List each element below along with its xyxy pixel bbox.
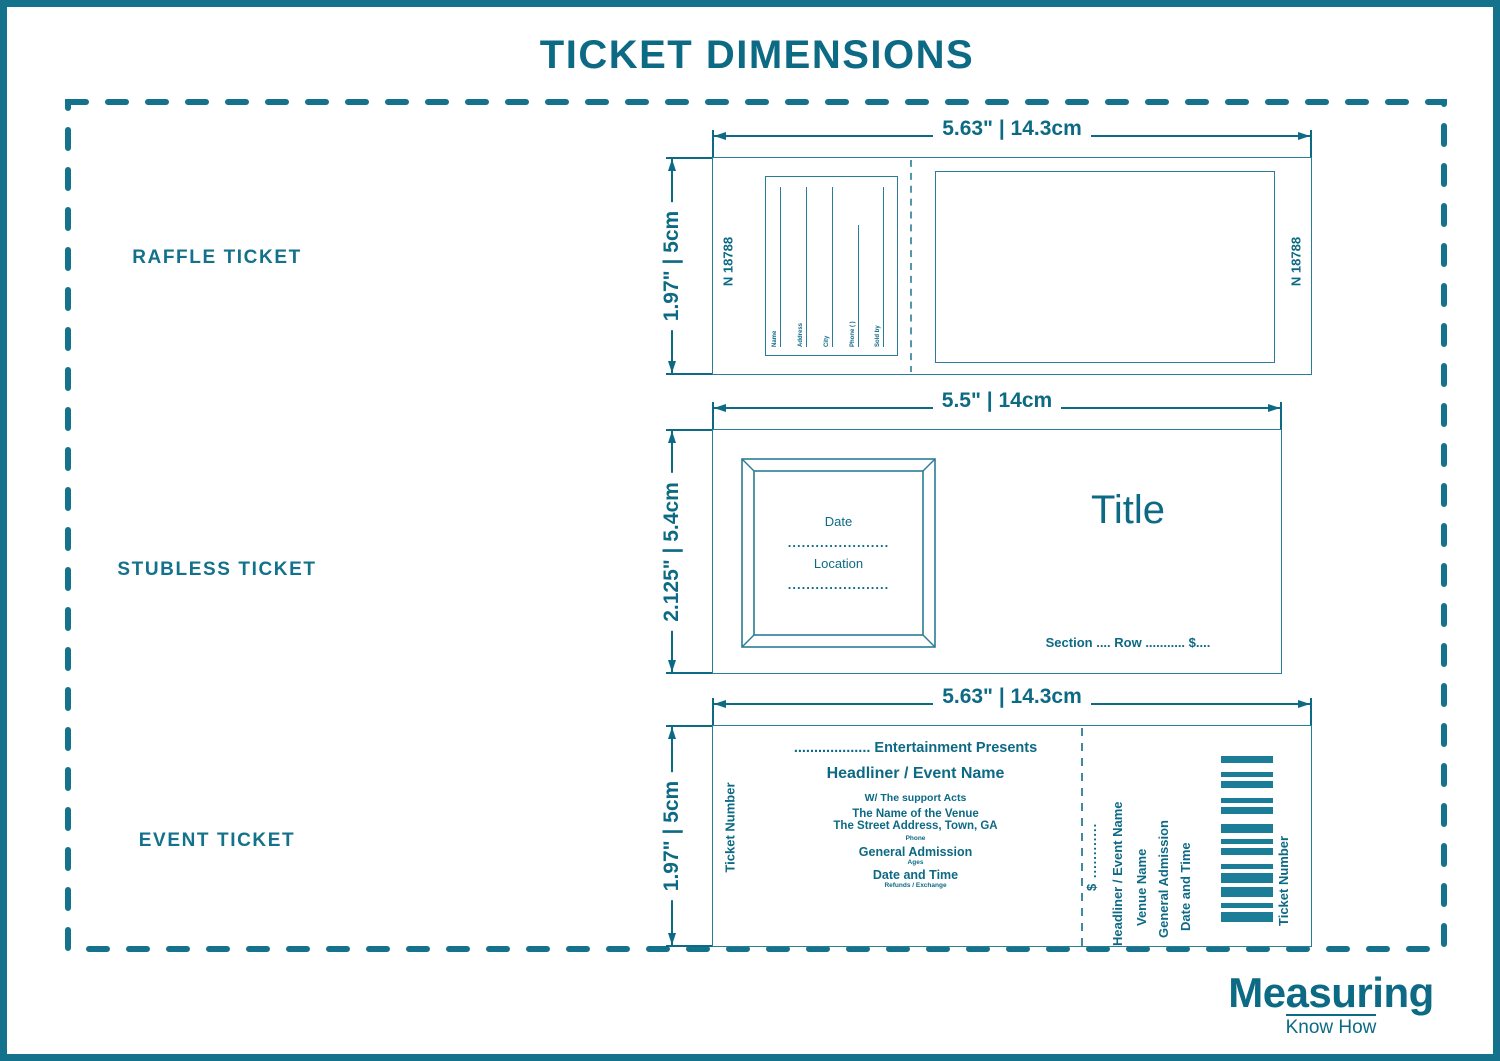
event-height-dimension: 1.97" | 5cm (655, 725, 726, 947)
raffle-height-dimension: 1.97" | 5cm (655, 157, 726, 375)
row-label-stubless-ticket: STUBLESS TICKET (117, 559, 317, 580)
event-stub-venue-name: Venue Name (1134, 848, 1149, 926)
event-height-label: 1.97" | 5cm (660, 771, 684, 901)
event-venue-address: The Street Address, Town, GA (833, 820, 998, 832)
brand-logo: Measuring Know How (1191, 972, 1471, 1040)
event-headliner: Headliner / Event Name (826, 765, 1005, 782)
raffle-serial-left: N 18788 (720, 236, 736, 287)
event-refunds: Refunds / Exchange (884, 882, 947, 889)
stubless-height-dimension: 2.125" | 5.4cm (655, 429, 726, 674)
raffle-field-line: Sold by (875, 187, 884, 347)
event-ticket-number-left: Ticket Number (722, 782, 738, 873)
raffle-serial-right: N 18788 (1288, 236, 1304, 287)
raffle-field-line: Phone ( ) (850, 225, 859, 347)
logo-name: Measuring (1228, 969, 1434, 1017)
event-stub-admission: General Admission (1156, 820, 1171, 938)
event-stub-ticket-number: Ticket Number (1276, 835, 1291, 926)
event-ticket-body: ................... Entertainment Presen… (758, 740, 1073, 889)
event-support-acts: W/ The support Acts (864, 792, 967, 804)
event-ticket-diagram: Ticket Number ................... Entert… (712, 725, 1312, 947)
stubless-location-label: Location (813, 556, 864, 571)
event-stub-headliner: Headliner / Event Name (1110, 801, 1125, 947)
event-perforation-line (1081, 728, 1083, 946)
event-presents-line: ................... Entertainment Presen… (793, 740, 1038, 756)
event-date-time: Date and Time (872, 868, 959, 882)
barcode-icon (1221, 754, 1273, 926)
raffle-field-line: Address (798, 187, 807, 347)
stubless-seat-info: Section .... Row ........... $.... (1045, 635, 1211, 650)
stubless-date-label: Date (824, 514, 853, 529)
stubless-title: Title (1090, 488, 1166, 532)
event-stub-date-time: Date and Time (1178, 842, 1193, 931)
logo-tagline: Know How (1285, 1014, 1377, 1040)
raffle-ticket-diagram: N 18788 N 18788 Name Address City Phone … (712, 157, 1312, 375)
raffle-stub-fields-box: Name Address City Phone ( ) Sold by (765, 176, 898, 356)
raffle-perforation-line (910, 160, 912, 372)
stubless-width-label: 5.5" | 14cm (712, 389, 1282, 413)
raffle-field-line: Name (772, 187, 781, 347)
row-label-raffle-ticket: RAFFLE TICKET (132, 247, 302, 268)
stubless-height-label: 2.125" | 5.4cm (660, 472, 684, 631)
raffle-width-label: 5.63" | 14.3cm (712, 117, 1312, 141)
stubless-ticket-diagram: Date ...................... Location ...… (712, 429, 1282, 674)
stubless-picture-frame: Date ...................... Location ...… (741, 458, 936, 648)
raffle-main-panel (935, 171, 1275, 363)
raffle-field-line: City (824, 187, 833, 347)
row-label-event-ticket: EVENT TICKET (138, 830, 296, 851)
event-venue-name: The Name of the Venue (852, 808, 979, 820)
stubless-width-dimension: 5.5" | 14cm (712, 389, 1282, 440)
stubless-location-dots: ...................... (787, 577, 890, 592)
page-title: TICKET DIMENSIONS (539, 33, 975, 77)
event-width-dimension: 5.63" | 14.3cm (712, 685, 1312, 736)
event-width-label: 5.63" | 14.3cm (712, 685, 1312, 709)
raffle-height-label: 1.97" | 5cm (660, 201, 684, 331)
event-phone: Phone (905, 835, 926, 842)
event-ages: Ages (907, 859, 924, 866)
stubless-date-dots: ...................... (787, 535, 890, 550)
event-stub-price: $ ............ (1084, 822, 1099, 891)
event-admission: General Admission (858, 845, 973, 859)
raffle-width-dimension: 5.63" | 14.3cm (712, 117, 1312, 168)
